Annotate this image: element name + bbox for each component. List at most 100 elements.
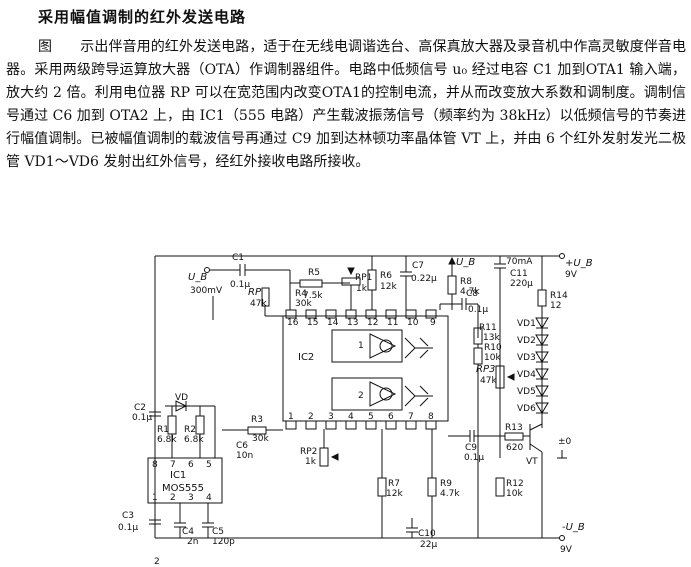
svg-text:7: 7 — [170, 460, 176, 470]
ota2-block — [331, 377, 403, 411]
ub-label: U_B — [456, 257, 475, 268]
c7-name: C7 — [412, 261, 424, 271]
led-label: VD1 — [517, 319, 536, 329]
led-label: VD2 — [517, 336, 536, 346]
plus-supply-value: 9V — [565, 270, 578, 280]
ic2-pin: 11 — [387, 318, 398, 328]
r1-name: R1 — [157, 425, 169, 435]
r6-name: R6 — [380, 271, 392, 281]
r14-name: R14 — [550, 291, 568, 301]
description-paragraph: 图 示出伴音用的红外发送电路，适于在无线电调谐选台、高保真放大器及录音机中作高灵… — [6, 36, 686, 174]
ic2-pin: 15 — [307, 318, 318, 328]
page-title: 采用幅值调制的红外发送电路 — [38, 8, 247, 26]
c8-name: C8 — [466, 289, 478, 299]
zero-label: ±0 — [558, 437, 572, 447]
rp2-name: RP2 — [300, 447, 317, 457]
ic2-pin: 13 — [347, 318, 358, 328]
ic2-bottom-pins: 1 2 3 4 5 6 7 8 — [285, 412, 437, 430]
r9-value: 4.7k — [440, 489, 460, 499]
circuit-schematic: IC2 1 2 16 15 14 13 12 11 10 9 1 2 3 4 5… — [118, 253, 593, 567]
vt-label: VT — [526, 457, 538, 467]
led-symbol — [535, 317, 549, 329]
led-label: VD5 — [517, 387, 536, 397]
r4-name: R4 — [295, 289, 307, 299]
vd-label: VD — [175, 393, 188, 403]
svg-text:6: 6 — [188, 460, 194, 470]
minus-supply-terminal — [559, 535, 565, 541]
r7-name: R7 — [388, 479, 400, 489]
r14-symbol — [537, 289, 547, 307]
rp3-value: 47k — [480, 376, 497, 386]
opamp1-symbol — [369, 333, 397, 359]
c1-value: 0.1μ — [230, 280, 250, 290]
c5-value: 120p — [212, 537, 235, 547]
svg-text:4: 4 — [206, 493, 212, 503]
ic2-buffer-upper — [404, 337, 433, 359]
led-symbol — [535, 368, 549, 380]
ic2-body — [282, 315, 449, 422]
r10-symbol — [473, 347, 483, 365]
opamp2-label: 2 — [358, 391, 364, 401]
r4-value: 30k — [295, 299, 312, 309]
r8-value: 4.7k — [460, 287, 480, 297]
c9-value: 0.1μ — [464, 453, 484, 463]
plus-supply-name: +U_B — [565, 258, 593, 269]
ic2-pin: 6 — [388, 412, 394, 422]
ic2-pin: 7 — [408, 412, 414, 422]
ic2-pin: 8 — [428, 412, 434, 422]
plus-supply-terminal — [559, 253, 565, 259]
rp1-name: RP1 — [355, 273, 372, 283]
rp3-name: RP3 — [476, 364, 495, 375]
ic2-pin: 14 — [327, 318, 339, 328]
ic2-pin: 12 — [367, 318, 378, 328]
led-label: VD4 — [517, 370, 536, 380]
c2-name: C2 — [134, 403, 146, 413]
minus-supply-name: -U_B — [562, 522, 585, 533]
r14-value: 12 — [550, 301, 561, 311]
c3-name: C3 — [122, 511, 134, 521]
r8-name: R8 — [460, 277, 472, 287]
svg-text:8: 8 — [152, 460, 158, 470]
r13-symbol — [504, 432, 524, 441]
c11-value: 220μ — [510, 279, 533, 289]
r9-name: R9 — [440, 479, 452, 489]
ic2-pin: 5 — [368, 412, 374, 422]
ic2-pin: 1 — [288, 412, 294, 422]
r7-symbol — [377, 477, 387, 497]
r7-value: 12k — [386, 489, 403, 499]
r1-value: 6.8k — [157, 435, 177, 445]
corner-note: 2 — [154, 557, 160, 567]
supply-current: 70mA — [506, 257, 533, 267]
c10-value: 22μ — [420, 540, 437, 550]
ic2-pin: 9 — [430, 318, 436, 328]
ui-label: U_B — [188, 272, 207, 283]
r2-name: R2 — [184, 425, 196, 435]
r3-value: 30k — [252, 434, 269, 444]
vd-symbol — [175, 400, 188, 412]
ic1-name: IC1 — [170, 470, 186, 481]
r13-value: 620 — [506, 443, 523, 453]
r10-value: 10k — [484, 353, 501, 363]
rp2-symbol — [319, 447, 329, 467]
r5-symbol — [299, 279, 323, 288]
ota1-block — [331, 329, 403, 363]
r10-name: R10 — [484, 343, 502, 353]
ic2-pin: 16 — [287, 318, 299, 328]
svg-text:3: 3 — [188, 493, 194, 503]
r1-symbol — [167, 415, 177, 435]
ic2-buffer-lower — [404, 385, 433, 407]
rp-value: 47k — [250, 299, 267, 309]
c4-value: 2n — [187, 537, 198, 547]
r11-value: 13k — [483, 333, 500, 343]
input-terminal — [204, 267, 210, 273]
c6-name: C6 — [236, 441, 248, 451]
paragraph-text: 图 示出伴音用的红外发送电路，适于在无线电调谐选台、高保真放大器及录音机中作高灵… — [6, 39, 686, 170]
r13-name: R13 — [505, 423, 523, 433]
ic2-pin: 4 — [348, 412, 354, 422]
led-label: VD3 — [517, 353, 536, 363]
r6-value: 12k — [380, 282, 397, 292]
led-symbol — [535, 385, 549, 397]
c1-name: C1 — [232, 253, 244, 263]
r2-value: 6.8k — [184, 435, 204, 445]
c9-name: C9 — [465, 443, 477, 453]
